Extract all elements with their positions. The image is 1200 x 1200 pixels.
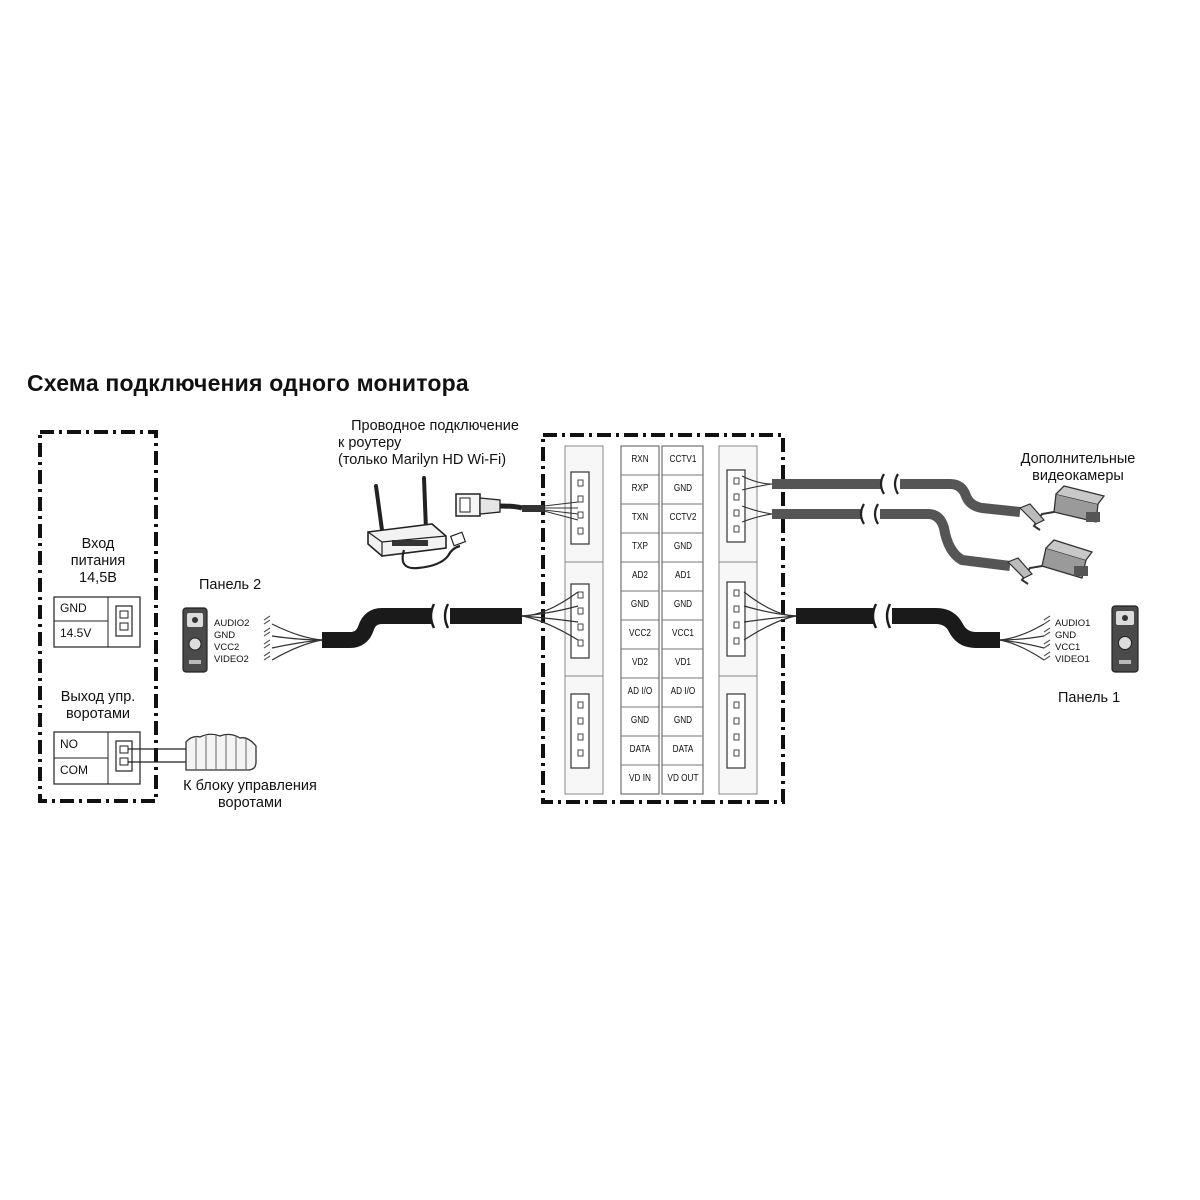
terminal-label-left: AD2 [632, 570, 648, 581]
terminal-label-right: DATA [672, 744, 694, 755]
terminal-label-left: AD I/O [627, 686, 653, 697]
left-connector-column [564, 445, 604, 795]
gate-block-label-2: воротами [217, 795, 283, 811]
router-label-3: (только Marilyn HD Wi-Fi) [338, 452, 507, 468]
terminal-label-left: TXP [632, 541, 648, 552]
power-terminal-gnd: GND [60, 601, 87, 615]
terminal-label-left: GND [630, 715, 650, 726]
gate-block-connector [185, 733, 257, 771]
panel1-pin-gnd: GND [1055, 630, 1077, 641]
terminal-label-left: VCC2 [629, 628, 651, 639]
terminal-label-right: GND [673, 715, 693, 726]
panel2-device [182, 607, 208, 673]
camera2 [1006, 539, 1094, 585]
terminal-label-left: TXN [631, 512, 649, 523]
power-input-label-3: 14,5В [79, 570, 117, 586]
gate-terminal-box [53, 731, 141, 785]
panel1-cable [743, 591, 1045, 661]
panel1-name: Панель 1 [1058, 690, 1121, 706]
panel1-pin-vcc: VCC1 [1055, 642, 1081, 653]
cameras-label-2: видеокамеры [1032, 468, 1124, 484]
terminal-label-right: CCTV2 [669, 512, 697, 523]
left-unit [38, 430, 188, 803]
diagram-title: Схема подключения одного монитора [27, 370, 469, 396]
connector-pins [577, 477, 740, 757]
camera1 [1018, 485, 1106, 531]
gate-output-label-2: воротами [65, 706, 131, 722]
terminal-label-right: GND [673, 483, 693, 494]
cameras-label-1: Дополнительные [1020, 451, 1136, 467]
gate-terminal-com: COM [60, 763, 88, 777]
terminal-label-right: VD OUT [667, 773, 699, 784]
terminal-label-right: AD I/O [670, 686, 696, 697]
terminal-label-left: GND [630, 599, 650, 610]
router-label-1: Проводное подключение [351, 418, 519, 434]
rj45-cable [455, 493, 579, 521]
panel1-pin-audio: AUDIO1 [1055, 618, 1091, 629]
power-terminal-box [53, 596, 141, 648]
panel1-device [1111, 605, 1139, 673]
panel2-pin-gnd: GND [214, 630, 236, 641]
camera2-cable [741, 503, 1011, 571]
gate-block-label-1: К блоку управления [183, 778, 317, 794]
router-label-2: к роутеру [338, 435, 402, 451]
panel2-pin-vcc: VCC2 [214, 642, 240, 653]
router-device [367, 476, 467, 570]
terminal-cell-dividers [621, 474, 703, 766]
terminal-label-left: DATA [629, 744, 651, 755]
terminal-label-left: VD2 [632, 657, 648, 668]
terminal-label-left: VD IN [629, 773, 651, 784]
power-input-label-1: Вход [81, 536, 115, 552]
panel2-name: Панель 2 [199, 577, 262, 593]
monitor-back [541, 433, 785, 804]
terminal-label-left: RXP [631, 483, 649, 494]
camera1-cable [741, 473, 1021, 517]
terminal-label-right: VCC1 [672, 628, 694, 639]
power-input-label-2: питания [70, 553, 126, 569]
panel2-pin-video: VIDEO2 [214, 654, 249, 665]
terminal-label-right: AD1 [675, 570, 691, 581]
terminal-label-right: CCTV1 [669, 454, 697, 465]
terminal-label-right: GND [673, 541, 693, 552]
power-terminal-14v: 14.5V [60, 626, 92, 640]
panel2-cable [271, 591, 579, 661]
terminal-label-left: RXN [631, 454, 649, 465]
terminal-label-right: VD1 [675, 657, 691, 668]
panel2-pin-markers [263, 615, 271, 661]
panel1-pin-video: VIDEO1 [1055, 654, 1090, 665]
gate-terminal-no: NO [60, 737, 78, 751]
panel1-pin-markers [1043, 615, 1051, 661]
gate-output-label-1: Выход упр. [60, 689, 136, 705]
panel2-pin-audio: AUDIO2 [214, 618, 250, 629]
terminal-label-right: GND [673, 599, 693, 610]
